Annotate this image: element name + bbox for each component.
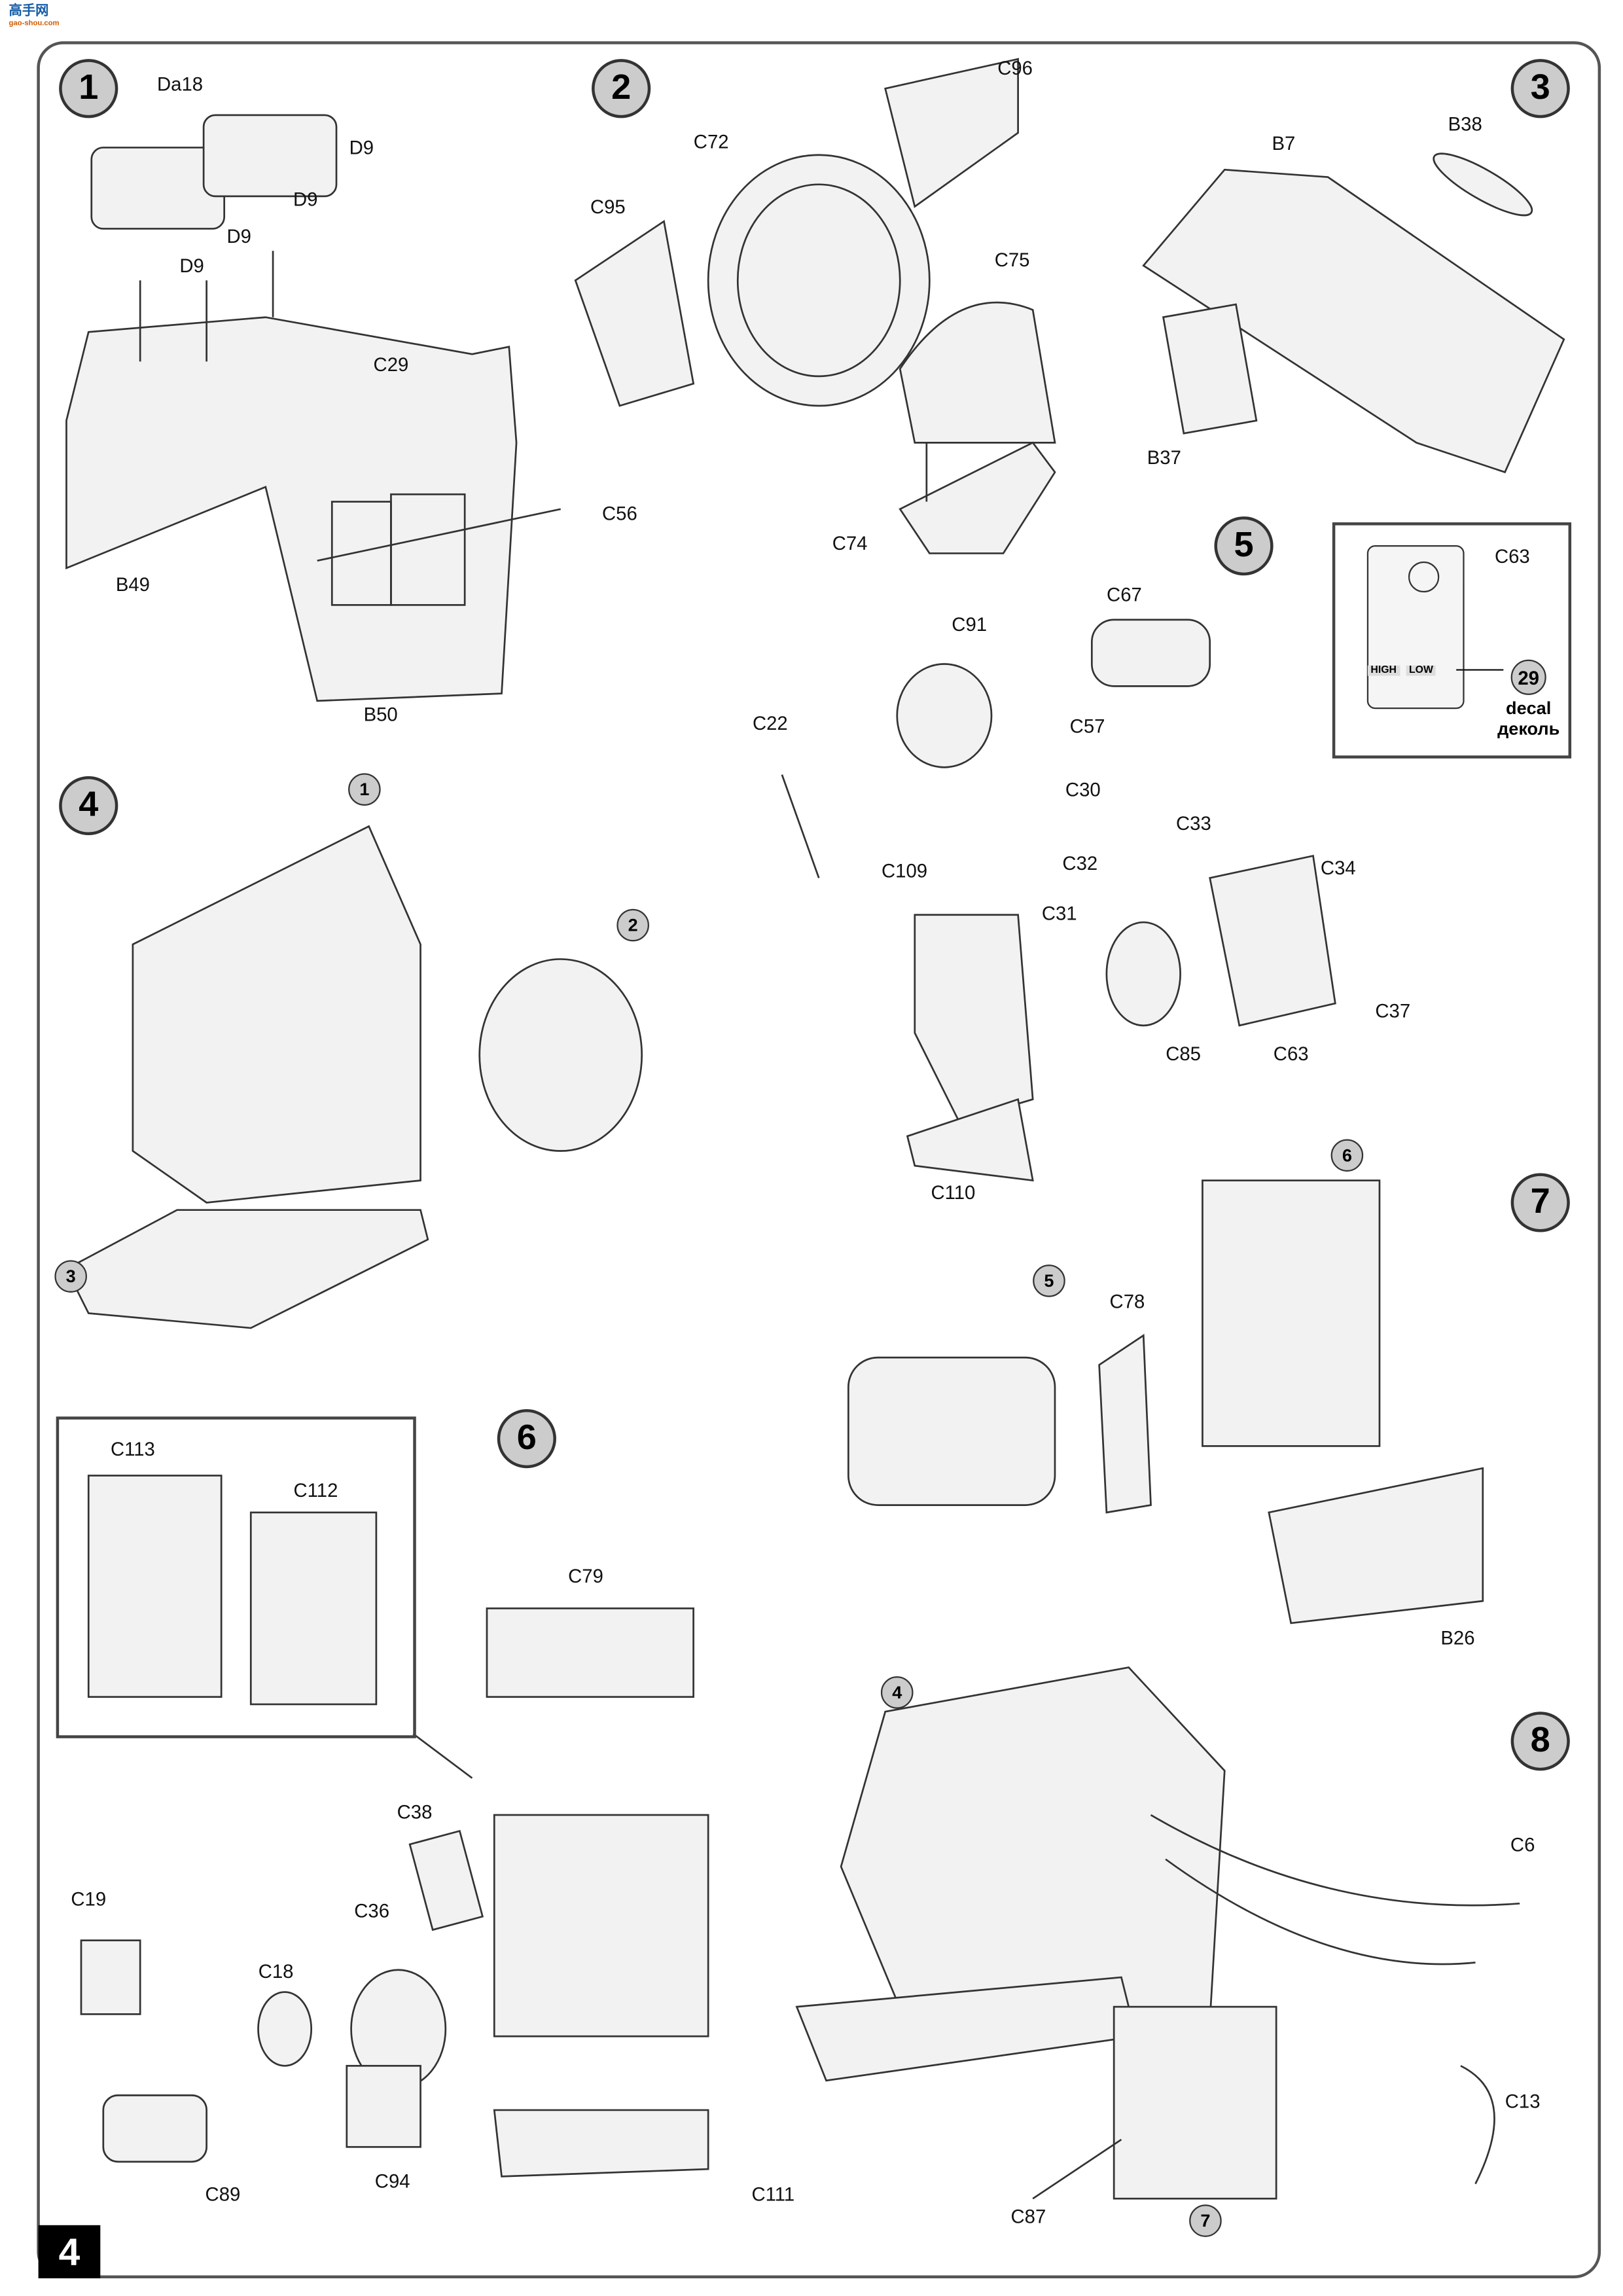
sub-assembly-badge: 1 (348, 773, 381, 806)
step-2-badge: 2 (592, 59, 651, 118)
part-label: B37 (1147, 446, 1181, 469)
part-label: C22 (752, 711, 788, 734)
part-label: C111 (751, 2183, 795, 2206)
part-label: C87 (1010, 2205, 1046, 2228)
page-number: 4 (38, 2225, 101, 2278)
step5-gearbox-drawing (781, 619, 1336, 1182)
part-label: C18 (258, 1960, 294, 1982)
decal-marking-high: HIGH (1367, 665, 1400, 676)
part-label: C72 (693, 130, 729, 153)
step-7-badge: 7 (1510, 1173, 1570, 1232)
part-label: C74 (832, 531, 868, 554)
step3-engine-cover-drawing (1142, 152, 1565, 474)
part-label: C38 (397, 1801, 433, 1823)
sub-assembly-badge: 6 (1330, 1139, 1364, 1172)
part-label: C63 (1494, 545, 1530, 567)
part-label: C29 (373, 353, 409, 376)
part-label: B26 (1440, 1626, 1475, 1649)
part-label: B7 (1272, 132, 1296, 154)
part-label: B50 (363, 703, 398, 726)
part-label: C109 (881, 859, 928, 882)
part-label: C89 (205, 2183, 241, 2206)
part-label: C32 (1062, 852, 1098, 874)
step2-bellhousing-drawing (574, 58, 1056, 554)
part-label: C110 (931, 1181, 976, 1204)
step-6-badge: 6 (497, 1409, 556, 1469)
part-label: C112 (293, 1479, 338, 1501)
cylinder-detail-inset: C113 C112 (56, 1416, 416, 1738)
step-5-badge: 5 (1214, 516, 1274, 576)
part-label: C37 (1375, 999, 1411, 1022)
part-label: C57 (1069, 715, 1105, 738)
part-label: C31 (1041, 902, 1077, 925)
part-label: C34 (1320, 856, 1356, 879)
part-label: C94 (374, 2170, 410, 2193)
part-label: C85 (1166, 1042, 1202, 1065)
part-label: C95 (590, 195, 626, 218)
part-label: C6 (1510, 1833, 1535, 1856)
step-1-badge: 1 (59, 59, 118, 118)
part-label: C36 (354, 1899, 390, 1922)
part-label: C75 (994, 248, 1030, 271)
step-4-badge: 4 (59, 776, 118, 836)
part-label: D9 (226, 224, 251, 247)
decal-marking-low: LOW (1406, 665, 1436, 676)
part-label: C63 (1273, 1042, 1309, 1065)
part-label: B49 (115, 573, 150, 596)
part-label: D9 (293, 188, 318, 211)
part-label: C56 (601, 502, 637, 525)
step-3-badge: 3 (1510, 59, 1570, 118)
step7-assembly-drawing (847, 1179, 1484, 1624)
step4-assembly-drawing (65, 825, 643, 1329)
step6-compressor-drawing (80, 1475, 709, 2178)
part-label: C19 (71, 1888, 107, 1910)
sub-assembly-badge: 5 (1033, 1265, 1065, 1297)
decal-number-badge: 29 (1510, 659, 1546, 695)
part-label: D9 (179, 254, 204, 277)
part-label: C96 (997, 56, 1033, 79)
part-label: C78 (1109, 1290, 1145, 1313)
part-label: C30 (1065, 778, 1101, 801)
page-frame (37, 41, 1601, 2278)
part-label: C33 (1175, 812, 1211, 834)
part-label: C91 (952, 613, 988, 636)
step-8-badge: 8 (1510, 1712, 1570, 1771)
sub-assembly-badge: 3 (54, 1260, 88, 1293)
part-label: C79 (568, 1564, 603, 1587)
sub-assembly-badge: 2 (616, 908, 649, 942)
step1-engine-block-drawing (65, 114, 561, 702)
sub-assembly-badge: 4 (880, 1676, 914, 1709)
part-label: Da18 (157, 73, 204, 96)
part-label: C67 (1107, 583, 1142, 606)
sub-assembly-badge: 7 (1189, 2204, 1222, 2237)
part-label: C113 (110, 1438, 155, 1460)
part-label: D9 (349, 136, 374, 159)
step8-assembly-drawing (795, 1666, 1520, 2200)
part-label: B38 (1448, 113, 1482, 135)
part-label: C13 (1505, 2090, 1541, 2113)
